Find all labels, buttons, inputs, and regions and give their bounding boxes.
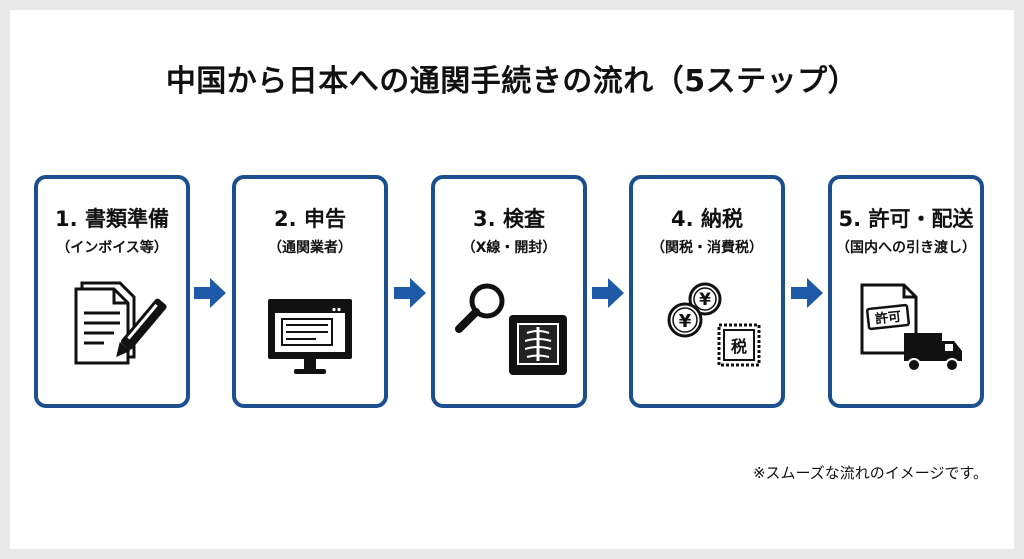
step-1-subtitle: （インボイス等） — [56, 240, 168, 256]
step-5-title: 5. 許可・配送 — [838, 207, 974, 231]
step-3-card: 3. 検査 （X線・開封） — [431, 175, 587, 408]
yen-symbol: ¥ — [679, 311, 692, 332]
step-3-title: 3. 検査 — [473, 207, 545, 231]
step-4-card: 4. 納税 （関税・消費税） ¥ ¥ 税 — [629, 175, 785, 408]
flow-arrow-icon — [194, 278, 226, 308]
step-1-title: 1. 書類準備 — [55, 207, 169, 231]
step-4-title: 4. 納税 — [671, 207, 743, 231]
diagram-title: 中国から日本への通関手続きの流れ（5ステップ） — [165, 64, 859, 99]
permit-truck-icon: 許可 — [860, 283, 962, 372]
flow-arrow-icon — [394, 278, 426, 308]
yen-symbol: ¥ — [699, 290, 711, 310]
step-4-subtitle: （関税・消費税） — [651, 240, 763, 256]
step-5-card: 5. 許可・配送 （国内への引き渡し） 許可 — [828, 175, 984, 408]
step-2-card: 2. 申告 （通関業者） — [232, 175, 388, 408]
magnifier-xray-icon — [455, 283, 567, 375]
step-2-title: 2. 申告 — [274, 207, 346, 231]
flow-arrow-icon — [791, 278, 823, 308]
computer-monitor-icon — [268, 299, 352, 374]
documents-pen-icon — [74, 281, 167, 365]
step-1-card: 1. 書類準備 （インボイス等） — [34, 175, 190, 408]
step-5-subtitle: （国内への引き渡し） — [836, 240, 976, 256]
tax-stamp-label: 税 — [731, 337, 747, 356]
step-3-subtitle: （X線・開封） — [461, 240, 557, 256]
step-2-subtitle: （通関業者） — [268, 240, 352, 256]
flow-diagram: 中国から日本への通関手続きの流れ（5ステップ） 1. 書類準備 （インボイス等）… — [10, 10, 1014, 549]
permit-stamp-label: 許可 — [874, 309, 902, 328]
flow-arrow-icon — [592, 278, 624, 308]
yen-coins-tax-stamp-icon: ¥ ¥ 税 — [667, 282, 761, 367]
footnote: ※スムーズな流れのイメージです。 — [752, 464, 988, 482]
